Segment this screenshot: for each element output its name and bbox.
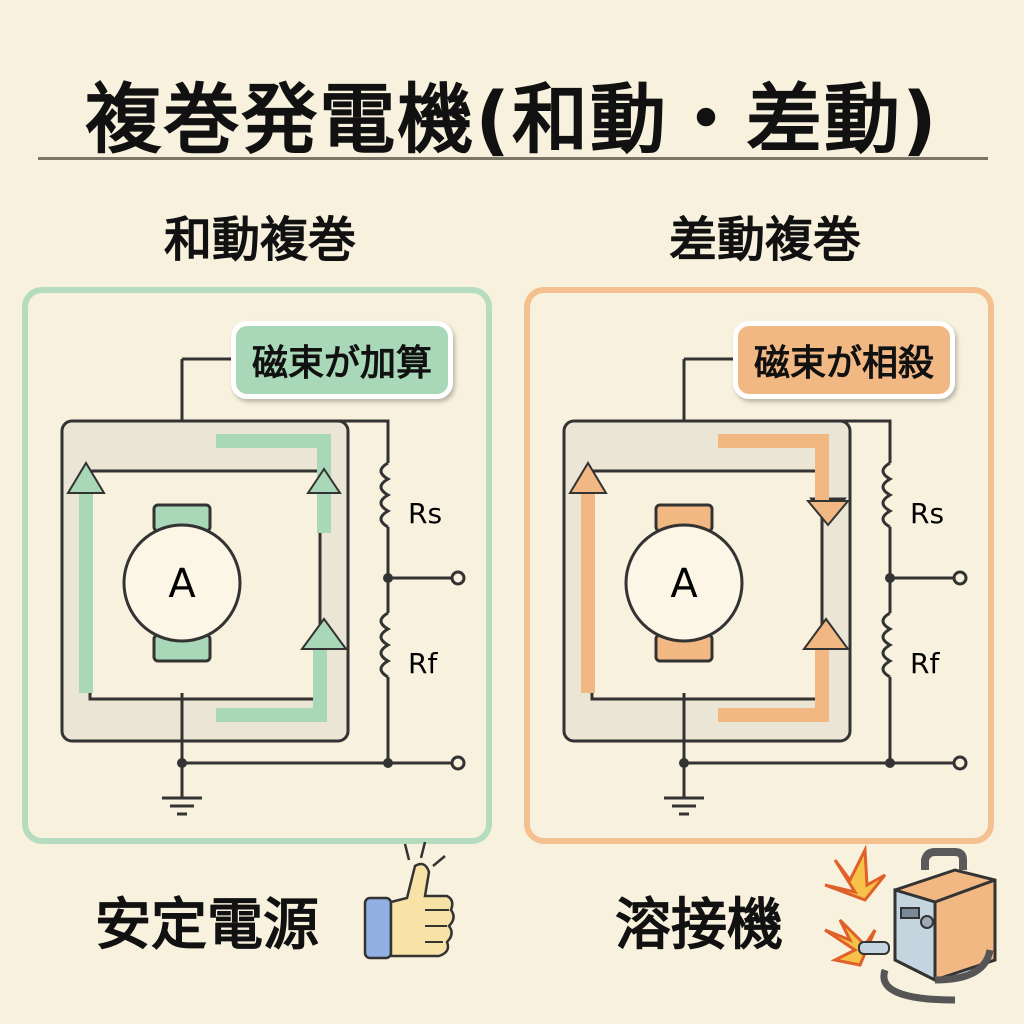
flux-arrow-left xyxy=(66,461,106,494)
differential-panel: Rs Rf A 磁束が相殺 xyxy=(524,287,994,844)
wire-top xyxy=(684,419,892,463)
flux-arrow-upper-right xyxy=(216,434,342,533)
flux-arrow-left xyxy=(568,461,608,494)
series-coil-label: Rs xyxy=(910,497,944,530)
output-terminal xyxy=(952,570,968,586)
page-title: 複巻発電機(和動・差動) xyxy=(85,75,939,164)
shunt-coil xyxy=(881,611,894,679)
thumbs-up-icon xyxy=(363,841,455,960)
shunt-coil-label: Rf xyxy=(910,647,940,680)
differential-application: 溶接機 xyxy=(615,893,783,958)
output-terminal xyxy=(952,755,968,771)
series-coil xyxy=(379,461,392,529)
wire-top xyxy=(182,419,390,463)
output-terminal xyxy=(450,755,466,771)
series-coil xyxy=(881,461,894,529)
flux-badge: 磁束が加算 xyxy=(231,321,454,399)
armature-label: A xyxy=(670,561,698,607)
flux-arrow-lower-right xyxy=(300,617,348,650)
armature-label: A xyxy=(168,561,196,607)
shunt-coil-label: Rf xyxy=(408,647,438,680)
title-divider xyxy=(38,157,988,160)
series-coil-label: Rs xyxy=(408,497,442,530)
differential-heading: 差動複巻 xyxy=(668,212,861,268)
shunt-coil xyxy=(379,611,392,679)
armature xyxy=(624,523,744,643)
cumulative-heading: 和動複巻 xyxy=(163,212,356,268)
flux-arrow-lower-right xyxy=(802,617,850,650)
cumulative-application: 安定電源 xyxy=(95,893,319,958)
cumulative-panel: Rs Rf A 磁束が加算 xyxy=(22,287,492,844)
circuit-diagram: Rs Rf A xyxy=(60,357,466,816)
welding-machine-icon xyxy=(824,844,997,1004)
circuit-diagram: Rs Rf A xyxy=(562,357,968,816)
output-terminal xyxy=(450,570,466,586)
armature xyxy=(122,523,242,643)
flux-arrow-upper-right xyxy=(718,434,851,527)
flux-badge: 磁束が相殺 xyxy=(733,321,956,399)
